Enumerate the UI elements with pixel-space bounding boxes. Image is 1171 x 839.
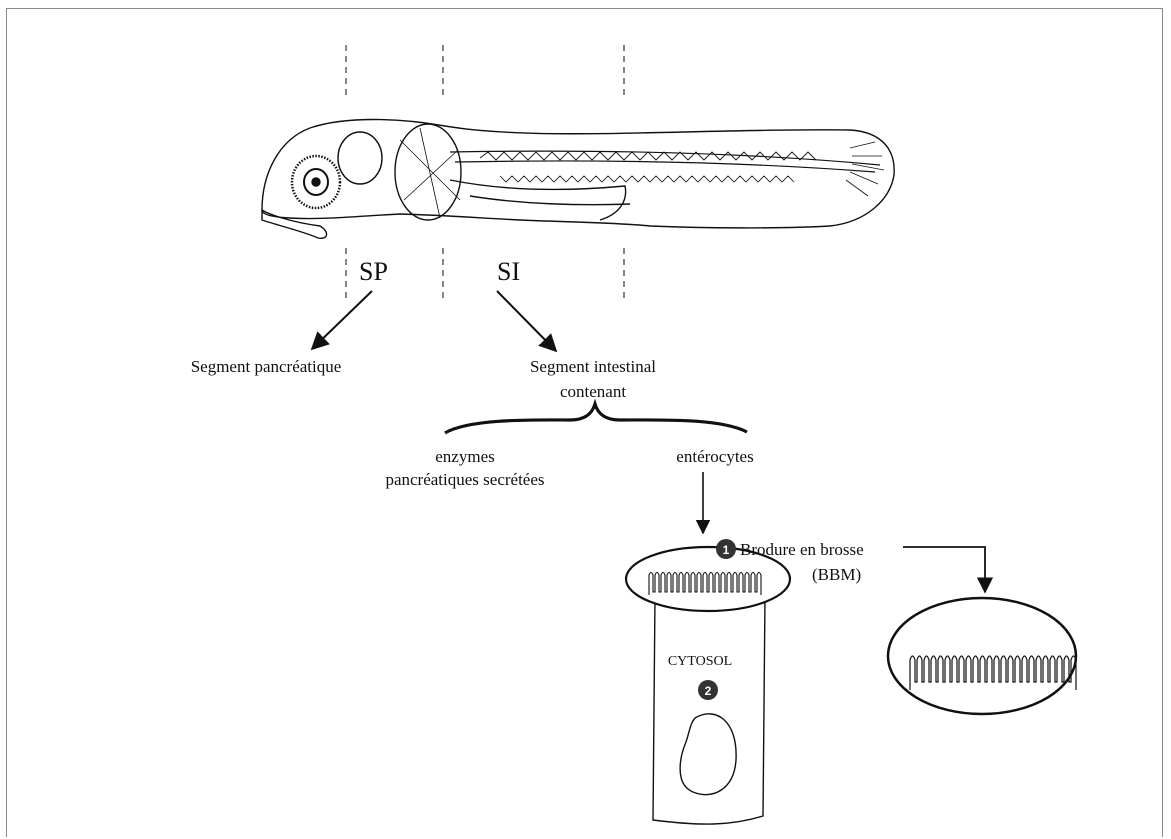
enterocytes-label: entérocytes	[676, 447, 753, 466]
enzymes-label-line1: enzymes	[435, 447, 494, 466]
brush-border-label-line1: Brodure en brosse	[740, 540, 864, 559]
brush-border-label-line2: (BBM)	[812, 565, 861, 584]
fish-larva-illustration	[262, 120, 894, 239]
enzymes-label-line2: pancréatiques secrétées	[385, 470, 544, 489]
segment-label-sp: SP	[359, 257, 388, 286]
arrow-sp	[312, 291, 372, 349]
curly-brace	[445, 404, 747, 433]
intestinal-segment-label-line2: contenant	[560, 382, 626, 401]
intestinal-segment-label-line1: Segment intestinal	[530, 357, 656, 376]
arrow-zoom	[903, 547, 985, 592]
nucleus	[680, 714, 736, 795]
arrow-si	[497, 291, 556, 351]
segment-label-si: SI	[497, 257, 520, 286]
marker-2-label: 2	[705, 684, 712, 698]
marker-1-label: 1	[723, 543, 730, 557]
cytosol-label: CYTOSOL	[668, 654, 732, 669]
pancreatic-segment-label: Segment pancréatique	[191, 357, 342, 376]
enterocyte-cell	[653, 596, 765, 824]
